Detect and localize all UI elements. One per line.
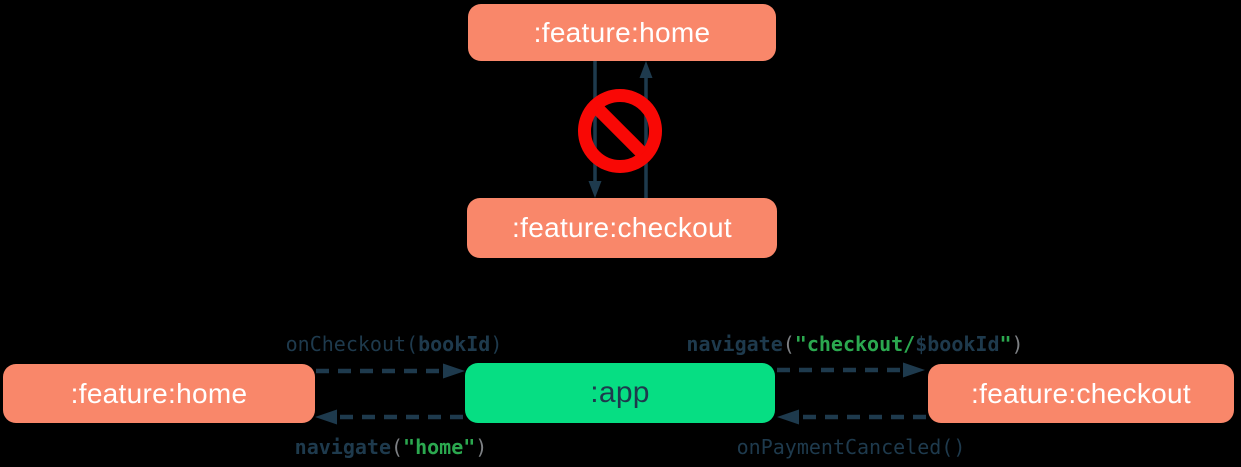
code-segment: navigate	[294, 435, 391, 459]
code-segment: onCheckout(	[285, 332, 419, 356]
arrow-on-payment-canceled	[777, 409, 926, 425]
arrow-navigate-checkout	[777, 362, 925, 378]
module-node-feature-home-bottom: :feature:home	[3, 364, 315, 423]
module-label: :feature:home	[70, 377, 248, 409]
module-label: :app	[590, 376, 650, 409]
callback-label-navigate-home: navigate("home")	[295, 435, 488, 459]
module-label: :feature:checkout	[512, 212, 732, 243]
callback-label-navigate-checkout: navigate("checkout/$bookId")	[686, 332, 1023, 356]
dependency-arrow-checkout-to-home	[639, 61, 653, 198]
module-node-app: :app	[465, 363, 775, 423]
code-segment: )	[475, 435, 488, 459]
code-segment: navigate	[686, 332, 783, 356]
module-label: :feature:home	[533, 16, 711, 48]
code-segment: bookId	[418, 332, 491, 356]
code-segment: "checkout/	[794, 332, 916, 356]
module-node-feature-checkout-top: :feature:checkout	[467, 198, 777, 258]
code-segment: "home"	[403, 435, 476, 459]
code-segment: "	[999, 332, 1012, 356]
module-node-feature-checkout-bottom: :feature:checkout	[928, 364, 1234, 423]
dependency-arrow-home-to-checkout	[588, 61, 602, 198]
code-segment: (	[782, 332, 795, 356]
code-segment: )	[490, 332, 503, 356]
arrow-on-checkout	[316, 363, 465, 379]
module-label: :feature:checkout	[971, 377, 1191, 409]
module-node-feature-home-top: :feature:home	[468, 4, 776, 61]
code-segment: )	[1011, 332, 1024, 356]
code-segment: $bookId	[915, 332, 1000, 356]
code-segment: onPaymentCanceled()	[736, 435, 966, 459]
callback-label-on-checkout: onCheckout(bookId)	[286, 332, 503, 356]
no-entry-icon	[578, 89, 662, 173]
callback-label-on-payment-canceled: onPaymentCanceled()	[737, 435, 966, 459]
code-segment: (	[390, 435, 404, 459]
arrow-navigate-home	[315, 409, 463, 425]
